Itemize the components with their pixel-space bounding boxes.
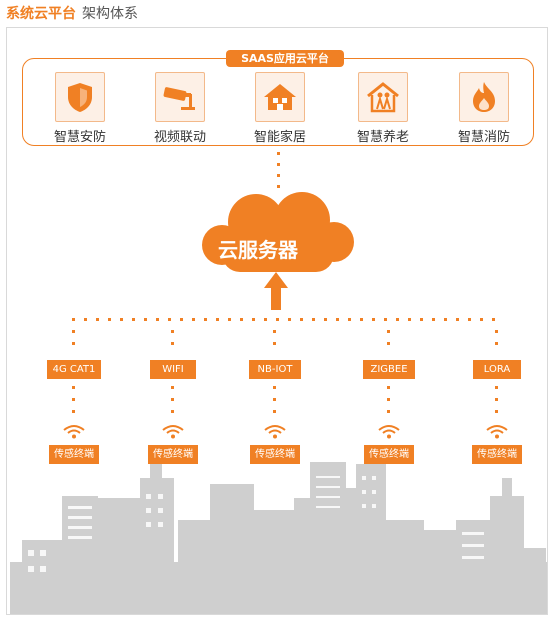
connector-dot bbox=[277, 185, 280, 188]
app-elderly-care[interactable]: 智慧养老 bbox=[343, 72, 423, 145]
camera-icon bbox=[155, 72, 205, 122]
branch-connectors bbox=[72, 330, 498, 413]
app-smart-fire[interactable]: 智慧消防 bbox=[444, 72, 524, 145]
wifi-signal-icon bbox=[486, 425, 508, 439]
sensor-terminal: 传感终端 bbox=[364, 445, 414, 464]
cloud-server-label: 云服务器 bbox=[218, 238, 299, 262]
connector-dot bbox=[277, 152, 280, 155]
diagram-frame bbox=[6, 27, 548, 615]
app-smart-security[interactable]: 智慧安防 bbox=[40, 72, 120, 145]
network-bus bbox=[72, 318, 495, 321]
sensor-terminal: 传感终端 bbox=[472, 445, 522, 464]
app-label: 视频联动 bbox=[153, 130, 206, 145]
page-title: 系统云平台架构体系 bbox=[6, 3, 138, 23]
protocol-zigbee: ZIGBEE bbox=[363, 360, 415, 379]
app-label: 智慧消防 bbox=[457, 130, 510, 145]
app-video-linkage[interactable]: 视频联动 bbox=[140, 72, 220, 145]
elderly-care-icon bbox=[358, 72, 408, 122]
house-icon bbox=[255, 72, 305, 122]
sensor-terminal: 传感终端 bbox=[49, 445, 99, 464]
up-arrow-icon bbox=[264, 272, 288, 310]
title-rest: 架构体系 bbox=[82, 6, 138, 22]
cloud-server-shape bbox=[202, 192, 354, 272]
saas-platform-label: SAAS应用云平台 bbox=[226, 50, 344, 67]
app-label: 智慧养老 bbox=[356, 130, 409, 145]
fire-icon bbox=[459, 72, 509, 122]
connector-dot bbox=[277, 174, 280, 177]
sensor-terminal: 传感终端 bbox=[250, 445, 300, 464]
app-label: 智慧安防 bbox=[53, 130, 106, 145]
sensor-terminal: 传感终端 bbox=[148, 445, 198, 464]
protocol-wifi: WIFI bbox=[150, 360, 196, 379]
wifi-signal-icon bbox=[162, 425, 184, 439]
shield-icon bbox=[55, 72, 105, 122]
wifi-signal-icon bbox=[63, 425, 85, 439]
title-highlight: 系统云平台 bbox=[6, 6, 76, 22]
wifi-signal-icon bbox=[264, 425, 286, 439]
protocol-lora: LORA bbox=[473, 360, 521, 379]
connector-dot bbox=[277, 163, 280, 166]
wifi-signal-icon bbox=[378, 425, 400, 439]
protocol-nb-iot: NB-IOT bbox=[249, 360, 301, 379]
app-label: 智能家居 bbox=[253, 130, 306, 145]
protocol-4g-cat1: 4G CAT1 bbox=[47, 360, 101, 379]
app-smart-home[interactable]: 智能家居 bbox=[240, 72, 320, 145]
